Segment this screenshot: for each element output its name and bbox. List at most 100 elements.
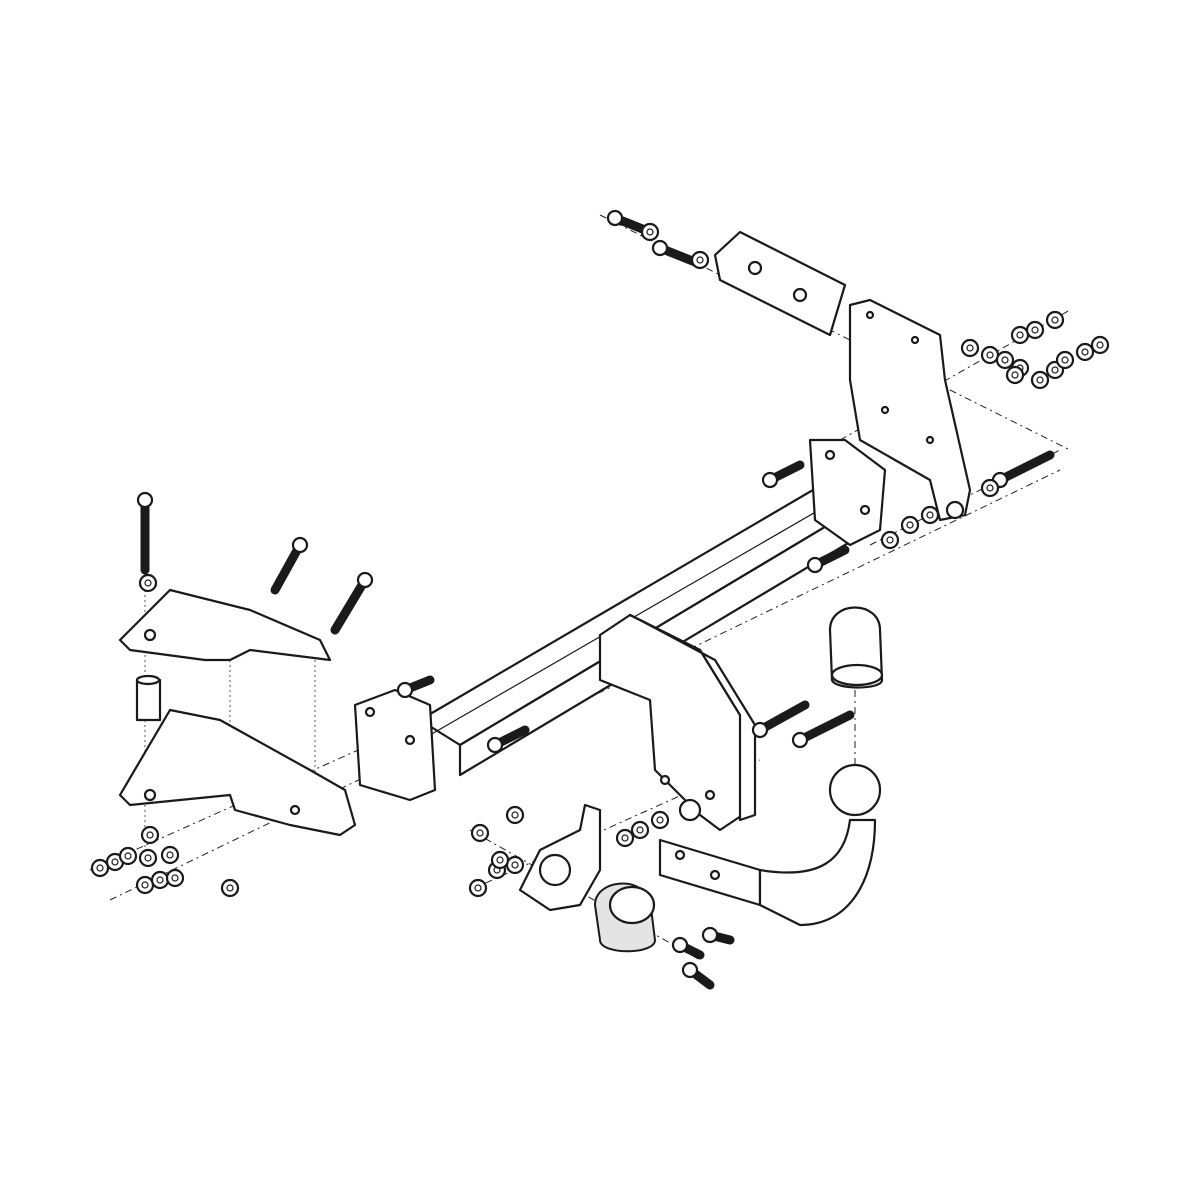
bolt-head [396, 681, 414, 699]
bolt-head [136, 491, 154, 509]
washer-hole [111, 858, 119, 866]
washer [640, 222, 660, 242]
washer-hole [476, 829, 484, 837]
washer-hole [656, 816, 664, 824]
washer-hole [144, 854, 152, 862]
washer-hole [1051, 316, 1059, 324]
washer [1010, 325, 1030, 345]
bolt-head [356, 571, 374, 589]
washer-hole [1016, 331, 1024, 339]
washer [900, 515, 920, 535]
washer [880, 530, 900, 550]
washer-hole [474, 884, 482, 892]
left-upper-bracket [118, 588, 332, 662]
washer-hole [166, 851, 174, 859]
washer-hole [496, 856, 504, 864]
washer-hole [906, 521, 914, 529]
bolt-head [671, 936, 689, 954]
washer [615, 828, 635, 848]
socket-mounting-plate [518, 803, 602, 912]
bolt [995, 450, 1055, 485]
center-mount-bracket [598, 613, 757, 832]
bolt-head [761, 471, 779, 489]
washer-hole [511, 861, 519, 869]
washer [470, 823, 490, 843]
washer [1055, 350, 1075, 370]
washers-and-nuts [90, 222, 1110, 898]
washer-hole [696, 256, 704, 264]
washer-hole [511, 811, 519, 819]
right-side-bracket [848, 298, 972, 522]
washer-hole [1011, 371, 1019, 379]
washer [138, 848, 158, 868]
washer-hole [1096, 341, 1104, 349]
bolt-head [681, 961, 699, 979]
washer [160, 845, 180, 865]
bolt [330, 575, 370, 635]
washer [490, 850, 510, 870]
washer-hole [96, 864, 104, 872]
washer-hole [124, 852, 132, 860]
washer-hole [646, 228, 654, 236]
bolt-head [791, 731, 809, 749]
washer [505, 805, 525, 825]
washer-hole [156, 876, 164, 884]
washer [1045, 310, 1065, 330]
washer-hole [926, 511, 934, 519]
crossbar-left-end-plate [353, 688, 437, 802]
washer [1005, 365, 1025, 385]
bolt-head [486, 736, 504, 754]
washer-hole [1081, 348, 1089, 356]
washer-hole [636, 826, 644, 834]
washer-hole [1061, 356, 1069, 364]
bolt-head [806, 556, 824, 574]
washer-hole [141, 881, 149, 889]
washer-hole [1051, 366, 1059, 374]
washer [1025, 320, 1045, 340]
washer [995, 350, 1015, 370]
washer-hole [886, 536, 894, 544]
tow-ball-cover [828, 606, 884, 689]
washer-hole [226, 884, 234, 892]
tow-ball [828, 763, 882, 817]
washer [138, 573, 158, 593]
washer [650, 810, 670, 830]
washer [135, 875, 155, 895]
washer [630, 820, 650, 840]
washer-hole [966, 344, 974, 352]
bolt-head [606, 209, 624, 227]
tow-ball-neck [658, 763, 882, 927]
washer [468, 878, 488, 898]
washer [505, 855, 525, 875]
washer-hole [986, 351, 994, 359]
washer-hole [621, 834, 629, 842]
bolts [136, 209, 1055, 990]
washer [690, 250, 710, 270]
washer [980, 345, 1000, 365]
washer-hole [1001, 356, 1009, 364]
bolt [795, 710, 855, 745]
bolt-head [751, 721, 769, 739]
washer [140, 825, 160, 845]
left-lower-bracket [118, 708, 357, 837]
washer [980, 478, 1000, 498]
left-spacer-tube [135, 674, 162, 722]
washer [1030, 370, 1050, 390]
washer-hole [146, 831, 154, 839]
electrical-socket [593, 882, 657, 953]
washer [150, 870, 170, 890]
reinforcement-plate [713, 230, 847, 337]
washer [960, 338, 980, 358]
washer [920, 505, 940, 525]
crossbar-right-end-plate [808, 438, 887, 547]
bolt [270, 540, 305, 595]
washer-hole [1031, 326, 1039, 334]
washer [1075, 342, 1095, 362]
washer-hole [986, 484, 994, 492]
washer-hole [171, 874, 179, 882]
washer [165, 868, 185, 888]
bolt [755, 700, 810, 735]
bolt-head [701, 926, 719, 944]
washer [118, 846, 138, 866]
